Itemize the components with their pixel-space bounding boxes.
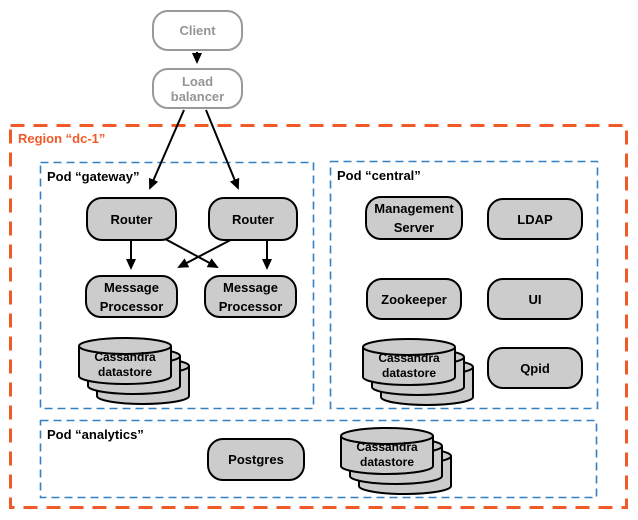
node-postgres: Postgres bbox=[207, 438, 305, 481]
cassandra-label-line1: Cassandra bbox=[94, 350, 156, 364]
node-cassandra-datastore-central-label: Cassandra datastore bbox=[362, 347, 456, 385]
region-dc1-border bbox=[9, 124, 628, 509]
database-cylinder-stack-icon bbox=[362, 338, 474, 406]
node-client-label: Client bbox=[179, 23, 216, 38]
arrow-loadbalancer-to-router1 bbox=[149, 109, 185, 190]
node-management-server: Management Server bbox=[365, 196, 463, 240]
node-cassandra-datastore-analytics: Cassandra datastore bbox=[340, 427, 452, 495]
node-message-processor-1-label-line1: Message bbox=[104, 279, 159, 295]
pod-central-border bbox=[329, 160, 599, 410]
node-cassandra-datastore-gateway: Cassandra datastore bbox=[78, 337, 190, 405]
cassandra-label-line2: datastore bbox=[97, 365, 153, 379]
cassandra-label-line1: Cassandra bbox=[378, 351, 440, 365]
node-message-processor-2: Message Processor bbox=[204, 275, 297, 318]
node-client: Client bbox=[152, 10, 243, 51]
cassandra-label-line2: datastore bbox=[381, 366, 437, 380]
region-dc1-label: Region “dc-1” bbox=[18, 131, 106, 146]
node-message-processor-2-label-line2: Processor bbox=[218, 298, 283, 314]
node-cassandra-datastore-gateway-label: Cassandra datastore bbox=[78, 346, 172, 384]
pod-gateway-border bbox=[39, 161, 315, 410]
node-zookeeper: Zookeeper bbox=[366, 278, 462, 320]
node-qpid: Qpid bbox=[487, 347, 583, 389]
node-ui-label: UI bbox=[528, 291, 542, 307]
node-cassandra-datastore-central: Cassandra datastore bbox=[362, 338, 474, 406]
pod-analytics-label: Pod “analytics” bbox=[47, 427, 144, 442]
pod-central-label: Pod “central” bbox=[337, 168, 421, 183]
node-zookeeper-label: Zookeeper bbox=[381, 291, 447, 307]
arrow-loadbalancer-to-router2 bbox=[205, 109, 240, 190]
node-management-server-label-line2: Server bbox=[393, 220, 435, 235]
node-router-1: Router bbox=[86, 197, 177, 241]
node-load-balancer: Load balancer bbox=[152, 68, 243, 109]
node-ui: UI bbox=[487, 278, 583, 320]
node-qpid-label: Qpid bbox=[520, 360, 550, 376]
database-cylinder-stack-icon bbox=[340, 427, 452, 495]
cassandra-label-line2: datastore bbox=[359, 455, 415, 469]
pod-analytics-border bbox=[39, 419, 598, 499]
node-message-processor-1-label-line2: Processor bbox=[99, 298, 164, 314]
node-management-server-label-line1: Management bbox=[374, 201, 454, 216]
node-message-processor-2-label-line1: Message bbox=[223, 279, 278, 295]
node-message-processor-1: Message Processor bbox=[85, 275, 178, 318]
node-ldap-label: LDAP bbox=[517, 211, 553, 227]
node-router-2: Router bbox=[208, 197, 298, 241]
cassandra-label-line1: Cassandra bbox=[356, 440, 418, 454]
node-postgres-label: Postgres bbox=[228, 452, 284, 467]
node-cassandra-datastore-analytics-label: Cassandra datastore bbox=[340, 436, 434, 474]
pod-gateway-label: Pod “gateway” bbox=[47, 169, 140, 184]
node-load-balancer-label: Load balancer bbox=[170, 73, 225, 104]
node-router-1-label: Router bbox=[110, 211, 153, 227]
node-router-2-label: Router bbox=[232, 211, 274, 227]
node-ldap: LDAP bbox=[487, 198, 583, 240]
database-cylinder-stack-icon bbox=[78, 337, 190, 405]
diagram-arrows bbox=[126, 52, 272, 270]
